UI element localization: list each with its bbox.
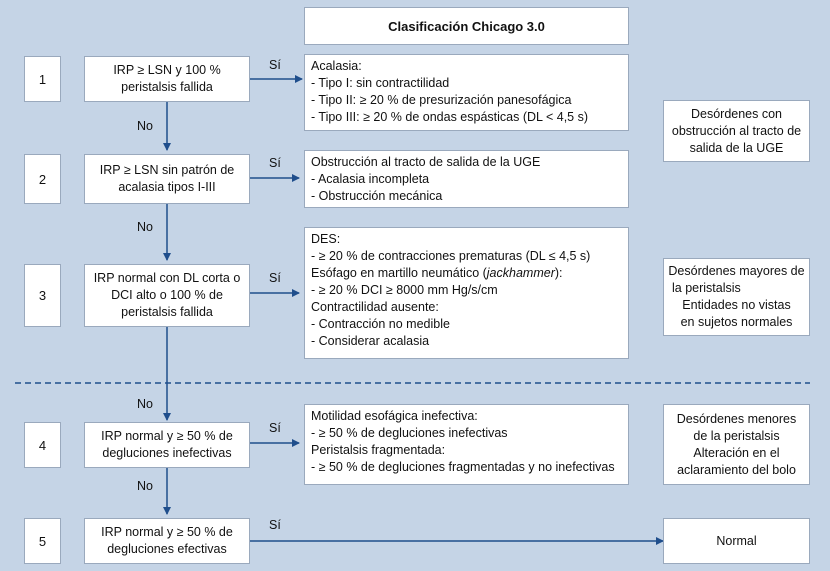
step-criterion-5: IRP normal y ≥ 50 % de degluciones efect…: [84, 518, 250, 564]
result-minor-peristalsis: Motilidad esofágica inefectiva: - ≥ 50 %…: [304, 404, 629, 485]
category-minor-disorders: Desórdenes menores de la peristalsis Alt…: [663, 404, 810, 485]
yes-label-3: Sí: [269, 271, 281, 285]
yes-label-2: Sí: [269, 156, 281, 170]
no-label-2: No: [137, 220, 153, 234]
result-outflow-obstruction: Obstrucción al tracto de salida de la UG…: [304, 150, 629, 208]
step-number-3: 3: [24, 264, 61, 327]
step-criterion-4: IRP normal y ≥ 50 % de degluciones inefe…: [84, 422, 250, 468]
yes-arrows: [250, 75, 664, 545]
no-label-3: No: [137, 397, 153, 411]
yes-label-5: Sí: [269, 518, 281, 532]
no-label-1: No: [137, 119, 153, 133]
result-achalasia: Acalasia: - Tipo I: sin contractilidad -…: [304, 54, 629, 131]
category-major-disorders: Desórdenes mayores de la peristalsis Ent…: [663, 258, 810, 336]
step-criterion-3: IRP normal con DL corta o DCI alto o 100…: [84, 264, 250, 327]
yes-label-4: Sí: [269, 421, 281, 435]
step-number-1: 1: [24, 56, 61, 102]
yes-label-1: Sí: [269, 58, 281, 72]
category-normal: Normal: [663, 518, 810, 564]
step-criterion-1: IRP ≥ LSN y 100 % peristalsis fallida: [84, 56, 250, 102]
step-number-2: 2: [24, 154, 61, 204]
classification-title: Clasificación Chicago 3.0: [304, 7, 629, 45]
step-criterion-2: IRP ≥ LSN sin patrón de acalasia tipos I…: [84, 154, 250, 204]
no-label-4: No: [137, 479, 153, 493]
category-outflow-obstruction: Desórdenes con obstrucción al tracto de …: [663, 100, 810, 162]
step-number-5: 5: [24, 518, 61, 564]
step-number-4: 4: [24, 422, 61, 468]
result-major-peristalsis: DES: - ≥ 20 % de contracciones prematura…: [304, 227, 629, 359]
